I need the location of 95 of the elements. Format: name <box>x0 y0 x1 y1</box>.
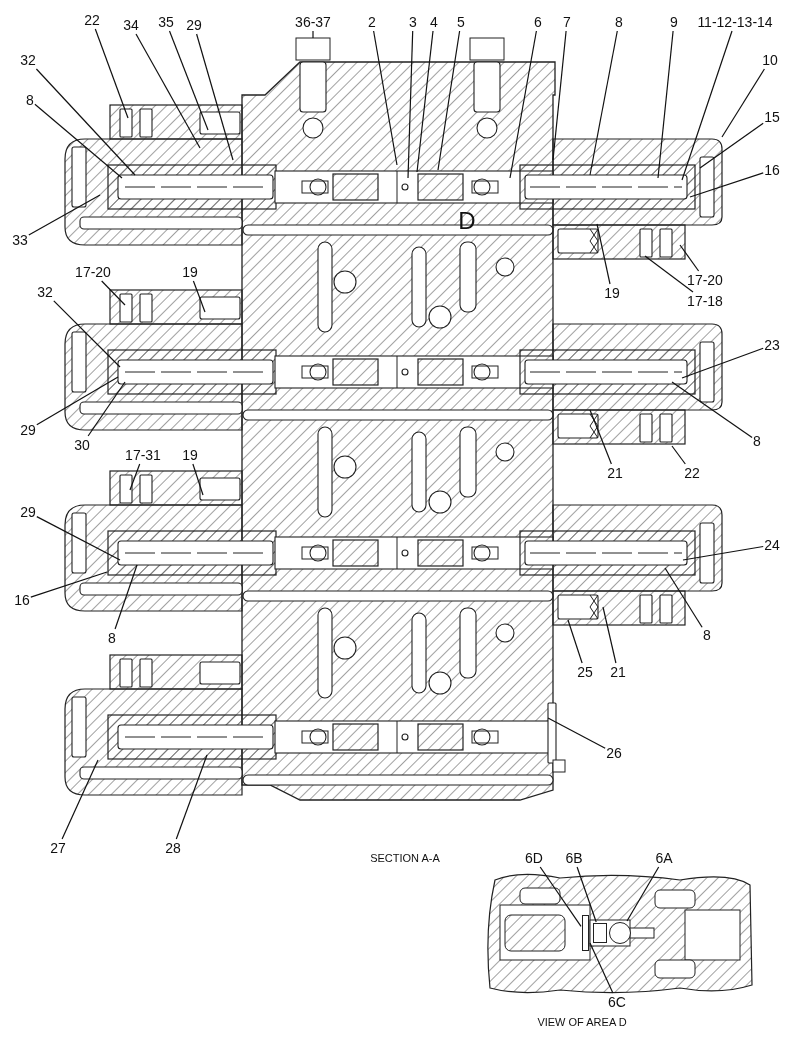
leader-line <box>576 866 597 923</box>
leader-line <box>94 28 129 119</box>
callout-number: 19 <box>182 447 198 463</box>
leader-line <box>589 30 618 176</box>
callout-number: 27 <box>50 840 66 856</box>
callout-number: 16 <box>764 162 780 178</box>
callout-number: 32 <box>37 284 53 300</box>
callout-number: 19 <box>182 264 198 280</box>
leader-line <box>192 280 206 313</box>
callout-number: 17-20 <box>75 264 111 280</box>
callout-number: 8 <box>26 92 34 108</box>
leader-line <box>416 30 434 173</box>
leader-line <box>407 30 414 179</box>
callout-number: 17-18 <box>687 293 723 309</box>
leader-line <box>35 68 136 176</box>
callout-number: 21 <box>610 664 626 680</box>
leader-line <box>168 30 209 131</box>
callout-number: 6B <box>565 850 583 866</box>
callout-number: 29 <box>20 504 36 520</box>
callout-number: 6 <box>534 14 542 30</box>
leader-line <box>312 30 314 39</box>
callout-number: 11-12-13-14 <box>697 14 773 30</box>
callout-number: 3 <box>409 14 417 30</box>
callout-number: 35 <box>158 14 174 30</box>
callout-number: 36-37 <box>295 14 331 30</box>
leader-line <box>175 754 208 840</box>
leader-line <box>699 122 764 169</box>
callout-number: 17-20 <box>687 272 723 288</box>
leader-line <box>679 244 700 272</box>
leader-line <box>87 381 126 437</box>
leader-line <box>682 545 764 561</box>
callout-number: 22 <box>684 465 700 481</box>
callout-number: 8 <box>703 627 711 643</box>
leader-line <box>671 381 753 439</box>
leader-line <box>36 376 119 426</box>
leader-line <box>196 33 234 161</box>
leader-line <box>114 564 138 630</box>
leader-line <box>664 567 703 628</box>
leader-line <box>547 717 606 749</box>
callout-number: 6A <box>655 850 673 866</box>
callout-number: 6D <box>525 850 543 866</box>
leader-line <box>437 30 461 171</box>
leader-line <box>373 30 398 166</box>
callout-number: 21 <box>607 465 623 481</box>
callout-number: 7 <box>563 14 571 30</box>
callout-number: 8 <box>753 433 761 449</box>
callout-number: 34 <box>123 17 139 33</box>
leader-line <box>34 103 123 179</box>
leader-line <box>552 30 567 161</box>
callout-number: 22 <box>84 12 100 28</box>
leader-line <box>589 409 612 465</box>
leader-line <box>689 172 764 198</box>
leader-line <box>681 347 764 379</box>
view-title: SECTION A-A <box>370 852 440 864</box>
callout-number: 9 <box>670 14 678 30</box>
callout-number: 28 <box>165 840 181 856</box>
retainer-part <box>593 923 607 943</box>
callout-number: 2 <box>368 14 376 30</box>
leader-line <box>509 30 537 179</box>
callout-number: 16 <box>14 592 30 608</box>
view-title: VIEW OF AREA D <box>537 1016 627 1028</box>
callout-number: 15 <box>764 109 780 125</box>
leader-line <box>602 606 617 664</box>
callout-number: 5 <box>457 14 465 30</box>
leader-line <box>596 223 611 285</box>
callout-number: 33 <box>12 232 28 248</box>
leader-line <box>53 300 121 368</box>
callout-number: 25 <box>577 664 593 680</box>
callout-number: 32 <box>20 52 36 68</box>
callout-number: 26 <box>606 745 622 761</box>
callout-number: 19 <box>604 285 620 301</box>
leader-line <box>671 445 686 465</box>
callout-number: 6C <box>608 994 626 1010</box>
leader-line <box>30 571 108 598</box>
leader-line <box>135 33 201 149</box>
leader-line <box>681 30 733 181</box>
area-letter: D <box>458 208 476 234</box>
leader-line <box>644 255 694 293</box>
callout-number: 8 <box>108 630 116 646</box>
leader-line <box>36 516 121 561</box>
callout-number: 23 <box>764 337 780 353</box>
callout-number: 8 <box>615 14 623 30</box>
callout-number: 24 <box>764 537 780 553</box>
callout-number: 29 <box>20 422 36 438</box>
callout-number: 17-31 <box>125 447 161 463</box>
leader-line <box>61 759 99 840</box>
callout-number: 30 <box>74 437 90 453</box>
leader-line <box>721 68 765 138</box>
leader-line <box>567 619 583 664</box>
callout-number: 4 <box>430 14 438 30</box>
callout-number: 29 <box>186 17 202 33</box>
leader-line <box>657 30 674 179</box>
callout-number: 10 <box>762 52 778 68</box>
seat-plate-part <box>582 915 589 951</box>
leader-line <box>28 194 101 236</box>
